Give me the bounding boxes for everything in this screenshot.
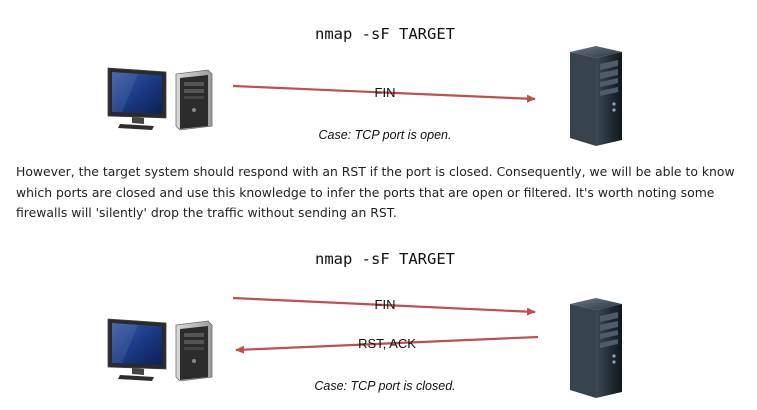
fin-arrow xyxy=(232,84,536,103)
diagram2: FIN RST, ACK xyxy=(107,296,622,398)
client-computer-icon xyxy=(107,67,213,131)
diagram1: FIN xyxy=(107,46,622,146)
client-computer-icon xyxy=(107,318,213,382)
diagram2-command: nmap -sF TARGET xyxy=(315,250,455,268)
target-server-icon xyxy=(570,298,622,398)
fin-arrow-label: FIN xyxy=(375,85,396,100)
rst-ack-arrow xyxy=(235,335,539,354)
target-server-icon xyxy=(570,46,622,146)
diagram2-caption: Case: TCP port is closed. xyxy=(314,379,456,393)
rst-ack-arrow-label: RST, ACK xyxy=(358,336,416,351)
diagram1-command: nmap -sF TARGET xyxy=(315,25,455,43)
diagram1-caption: Case: TCP port is open. xyxy=(318,128,452,142)
fin-arrow-label: FIN xyxy=(375,297,396,312)
explanation-paragraph: However, the target system should respon… xyxy=(16,164,735,220)
fin-arrow xyxy=(232,296,536,316)
